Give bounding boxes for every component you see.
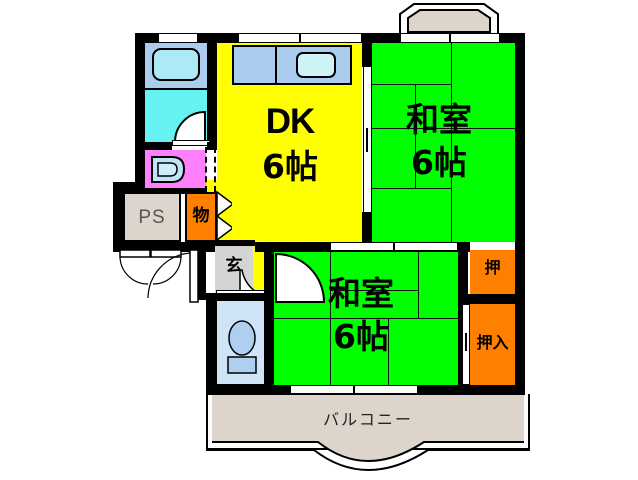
lavatory-partition [205, 147, 207, 192]
washroom-wall-south-b [207, 142, 217, 150]
toilet-fixture [227, 320, 257, 374]
lavatory-wall-south [135, 188, 207, 194]
washroom-door-swing [173, 110, 206, 143]
corridor-door [147, 249, 199, 303]
bath-wall-east [207, 43, 217, 89]
washitsu-north-window-mullion [449, 33, 451, 43]
ps-area [123, 192, 181, 242]
wall-dk-washitsu-north-b [362, 212, 372, 242]
washroom-wall-south [135, 142, 172, 150]
balcony-bow [206, 441, 530, 471]
outer-wall-toilet-west [206, 295, 216, 393]
dk-size-label: 6帖 [262, 147, 318, 186]
tatami-line-s2 [330, 252, 331, 385]
tatami-line-s1 [274, 318, 458, 319]
washitsu-south-size-label: 6帖 [333, 317, 389, 356]
closet-divider [458, 294, 525, 304]
tatami-line-n1 [372, 128, 515, 129]
lavatory-partition-b [214, 147, 216, 192]
outer-wall-west-upper [135, 33, 145, 190]
outer-wall-toilet-south [206, 385, 268, 395]
wash-basin [151, 156, 186, 183]
washitsu-south-door-swing [275, 252, 326, 303]
tatami-line-s5 [388, 318, 389, 385]
tatami-line-n5 [415, 84, 416, 188]
kitchen-sink [296, 52, 336, 78]
outer-wall-entry-step [196, 242, 206, 300]
storage-mono-label: 物 [192, 206, 210, 226]
washroom-wall-east [207, 89, 217, 142]
bay-window [399, 3, 499, 35]
tatami-line-s4 [330, 290, 418, 291]
wall-patch-dk-west-top [207, 33, 217, 43]
dk-label: DK [265, 102, 316, 141]
outer-wall-east [515, 33, 525, 395]
tatami-line-n4 [451, 43, 452, 242]
closet-oshi [470, 250, 515, 295]
balcony-label: バルコニー [323, 410, 413, 429]
tatami-line-n3 [372, 188, 452, 189]
outer-wall-west-lower [113, 182, 123, 252]
tatami-line-n2 [372, 84, 452, 85]
fusuma-dk-north-mullion [366, 128, 368, 152]
washitsu-south-label: 和室 [328, 274, 394, 313]
mono-folding-door [216, 190, 236, 242]
bath-washroom-divider [145, 88, 207, 90]
ps-doors [119, 249, 182, 285]
bath-window [158, 33, 198, 43]
washitsu-south-north-window-mullion [393, 242, 395, 251]
closet-oshiire [470, 304, 515, 385]
washitsu-south-wall-west [264, 242, 274, 395]
bathtub [152, 48, 200, 81]
washitsu-north-label: 和室 [406, 100, 472, 139]
wall-dk-washitsu-north [362, 43, 372, 67]
balcony-floor [212, 394, 524, 442]
tatami-line-s3 [418, 252, 419, 318]
wall-patch-genkan-top [215, 240, 255, 246]
washitsu-south-balcony-window-mullion [353, 385, 355, 394]
washitsu-north-size-label: 6帖 [411, 143, 467, 182]
ps-label: PS [138, 207, 166, 228]
kitchen-window-mullion [299, 33, 301, 43]
closet-oshiire-label: 押入 [476, 333, 509, 352]
wall-patch-toilet-top [206, 293, 266, 301]
room-washitsu-north [372, 43, 515, 242]
outer-wall-ps-bottom [113, 242, 217, 252]
washroom-threshold [172, 140, 210, 146]
kitchen-counter-divider [275, 45, 277, 85]
closet-oshi-label: 押 [484, 258, 501, 277]
storage-mono [185, 192, 217, 242]
genkan-label: 玄 [225, 256, 243, 276]
closet-oshiire-mullion [465, 333, 467, 351]
